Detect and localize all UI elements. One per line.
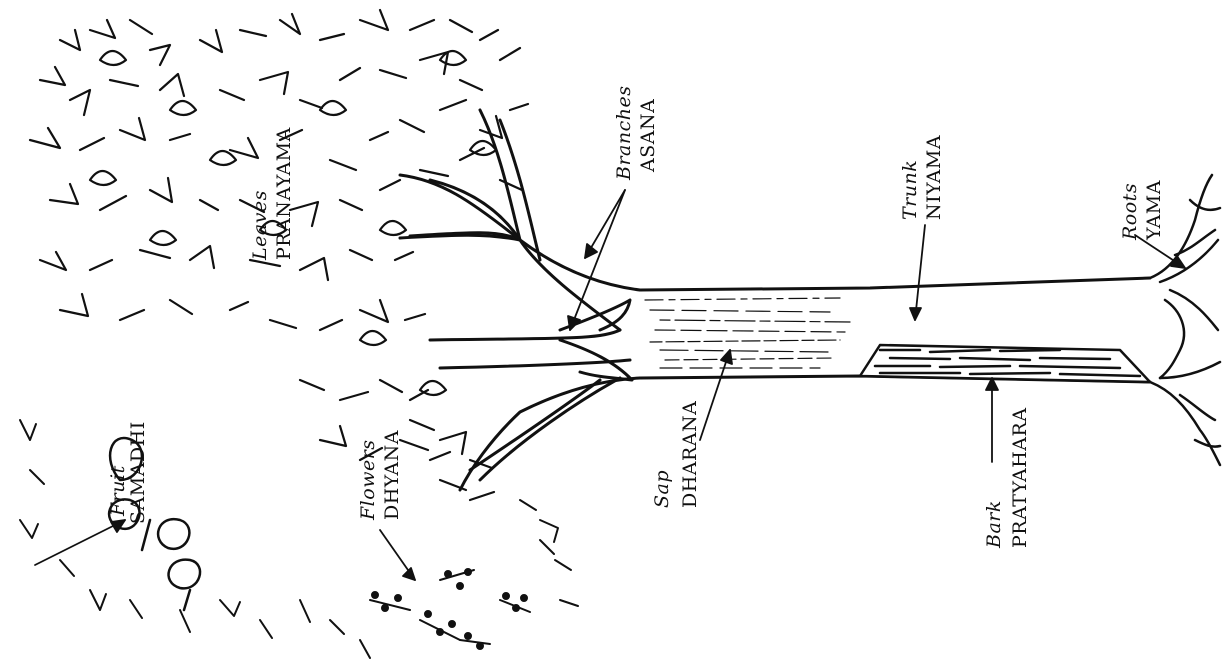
trunk-arrow [915, 225, 925, 320]
label-trunk: Trunk NIYAMA [899, 135, 945, 220]
fruit-limb: SAMADHI [127, 421, 149, 524]
sap-limb: DHARANA [679, 401, 701, 508]
trunk-part: Trunk [899, 160, 921, 220]
label-roots: Roots YAMA [1119, 180, 1165, 241]
sap-arrow [700, 350, 730, 440]
label-branches: Branches ASANA [613, 86, 659, 181]
roots-part: Roots [1119, 183, 1141, 241]
label-flowers: Flowers DHYANA [357, 430, 403, 521]
flowers-limb: DHYANA [381, 430, 403, 520]
roots-limb: YAMA [1143, 180, 1165, 241]
bark-patch [860, 345, 1150, 382]
leaves-limb: PRANAYAMA [273, 127, 295, 260]
loose-leaves [20, 420, 578, 658]
flower-sprigs [370, 569, 530, 649]
label-fruit: Fruit SAMADHI [107, 421, 149, 524]
leaves-part: Leaves [249, 190, 271, 261]
branches-arrow-1 [570, 190, 625, 330]
flowers-part: Flowers [357, 439, 379, 521]
fruit-arrow [35, 520, 125, 565]
branches-part: Branches [613, 86, 635, 181]
branches-limb: ASANA [637, 99, 659, 173]
bark-limb: PRATYAHARA [1009, 407, 1031, 548]
bark-part: Bark [983, 500, 1005, 549]
label-sap: Sap DHARANA [651, 401, 701, 508]
label-leaves: Leaves PRANAYAMA [249, 127, 295, 261]
sap-part: Sap [651, 470, 673, 508]
sap-lines [645, 298, 850, 368]
trunk-limb: NIYAMA [923, 135, 945, 220]
fruit-part: Fruit [107, 465, 129, 517]
tree-labels: Fruit SAMADHI Flowers DHYANA Leaves PRAN… [107, 86, 1165, 549]
label-bark: Bark PRATYAHARA [983, 407, 1031, 549]
branches [400, 110, 632, 480]
